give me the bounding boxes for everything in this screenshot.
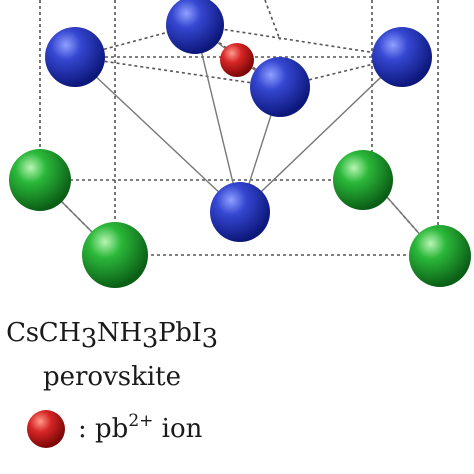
- formula-subscript: 3: [80, 324, 98, 354]
- compound-formula: CsCH3NH3PbI3: [0, 318, 224, 352]
- perovskite-structure-diagram: [9, 0, 471, 288]
- frame-edge: [194, 24, 403, 58]
- anion-sphere: [372, 27, 432, 87]
- lead-ion-sphere: [220, 43, 254, 77]
- compound-caption: perovskite: [42, 362, 182, 392]
- legend-prefix: : pb: [78, 414, 129, 444]
- frame-edge: [74, 56, 281, 88]
- bond: [239, 56, 403, 213]
- legend: : pb2+ ion: [24, 406, 202, 452]
- cation-sphere: [9, 149, 71, 211]
- frame-edge: [264, 0, 281, 41]
- legend-label: : pb2+ ion: [78, 411, 203, 445]
- anion-sphere: [250, 57, 310, 117]
- bond: [74, 56, 241, 213]
- red-sphere-icon: [27, 410, 65, 448]
- formula-prefix: CsCH: [6, 318, 81, 348]
- anion-sphere: [45, 27, 105, 87]
- anion-sphere: [210, 182, 270, 242]
- cation-sphere: [82, 222, 148, 288]
- formula-part: NH: [97, 318, 142, 348]
- anion-sphere: [166, 0, 224, 54]
- cation-sphere: [333, 150, 393, 210]
- cation-sphere: [409, 225, 471, 287]
- legend-superscript: 2+: [128, 411, 154, 431]
- formula-subscript: 3: [201, 324, 219, 354]
- bond: [194, 24, 241, 213]
- formula-subscript: 3: [141, 324, 159, 354]
- formula-part: PbI: [158, 318, 202, 348]
- legend-suffix: ion: [153, 414, 203, 444]
